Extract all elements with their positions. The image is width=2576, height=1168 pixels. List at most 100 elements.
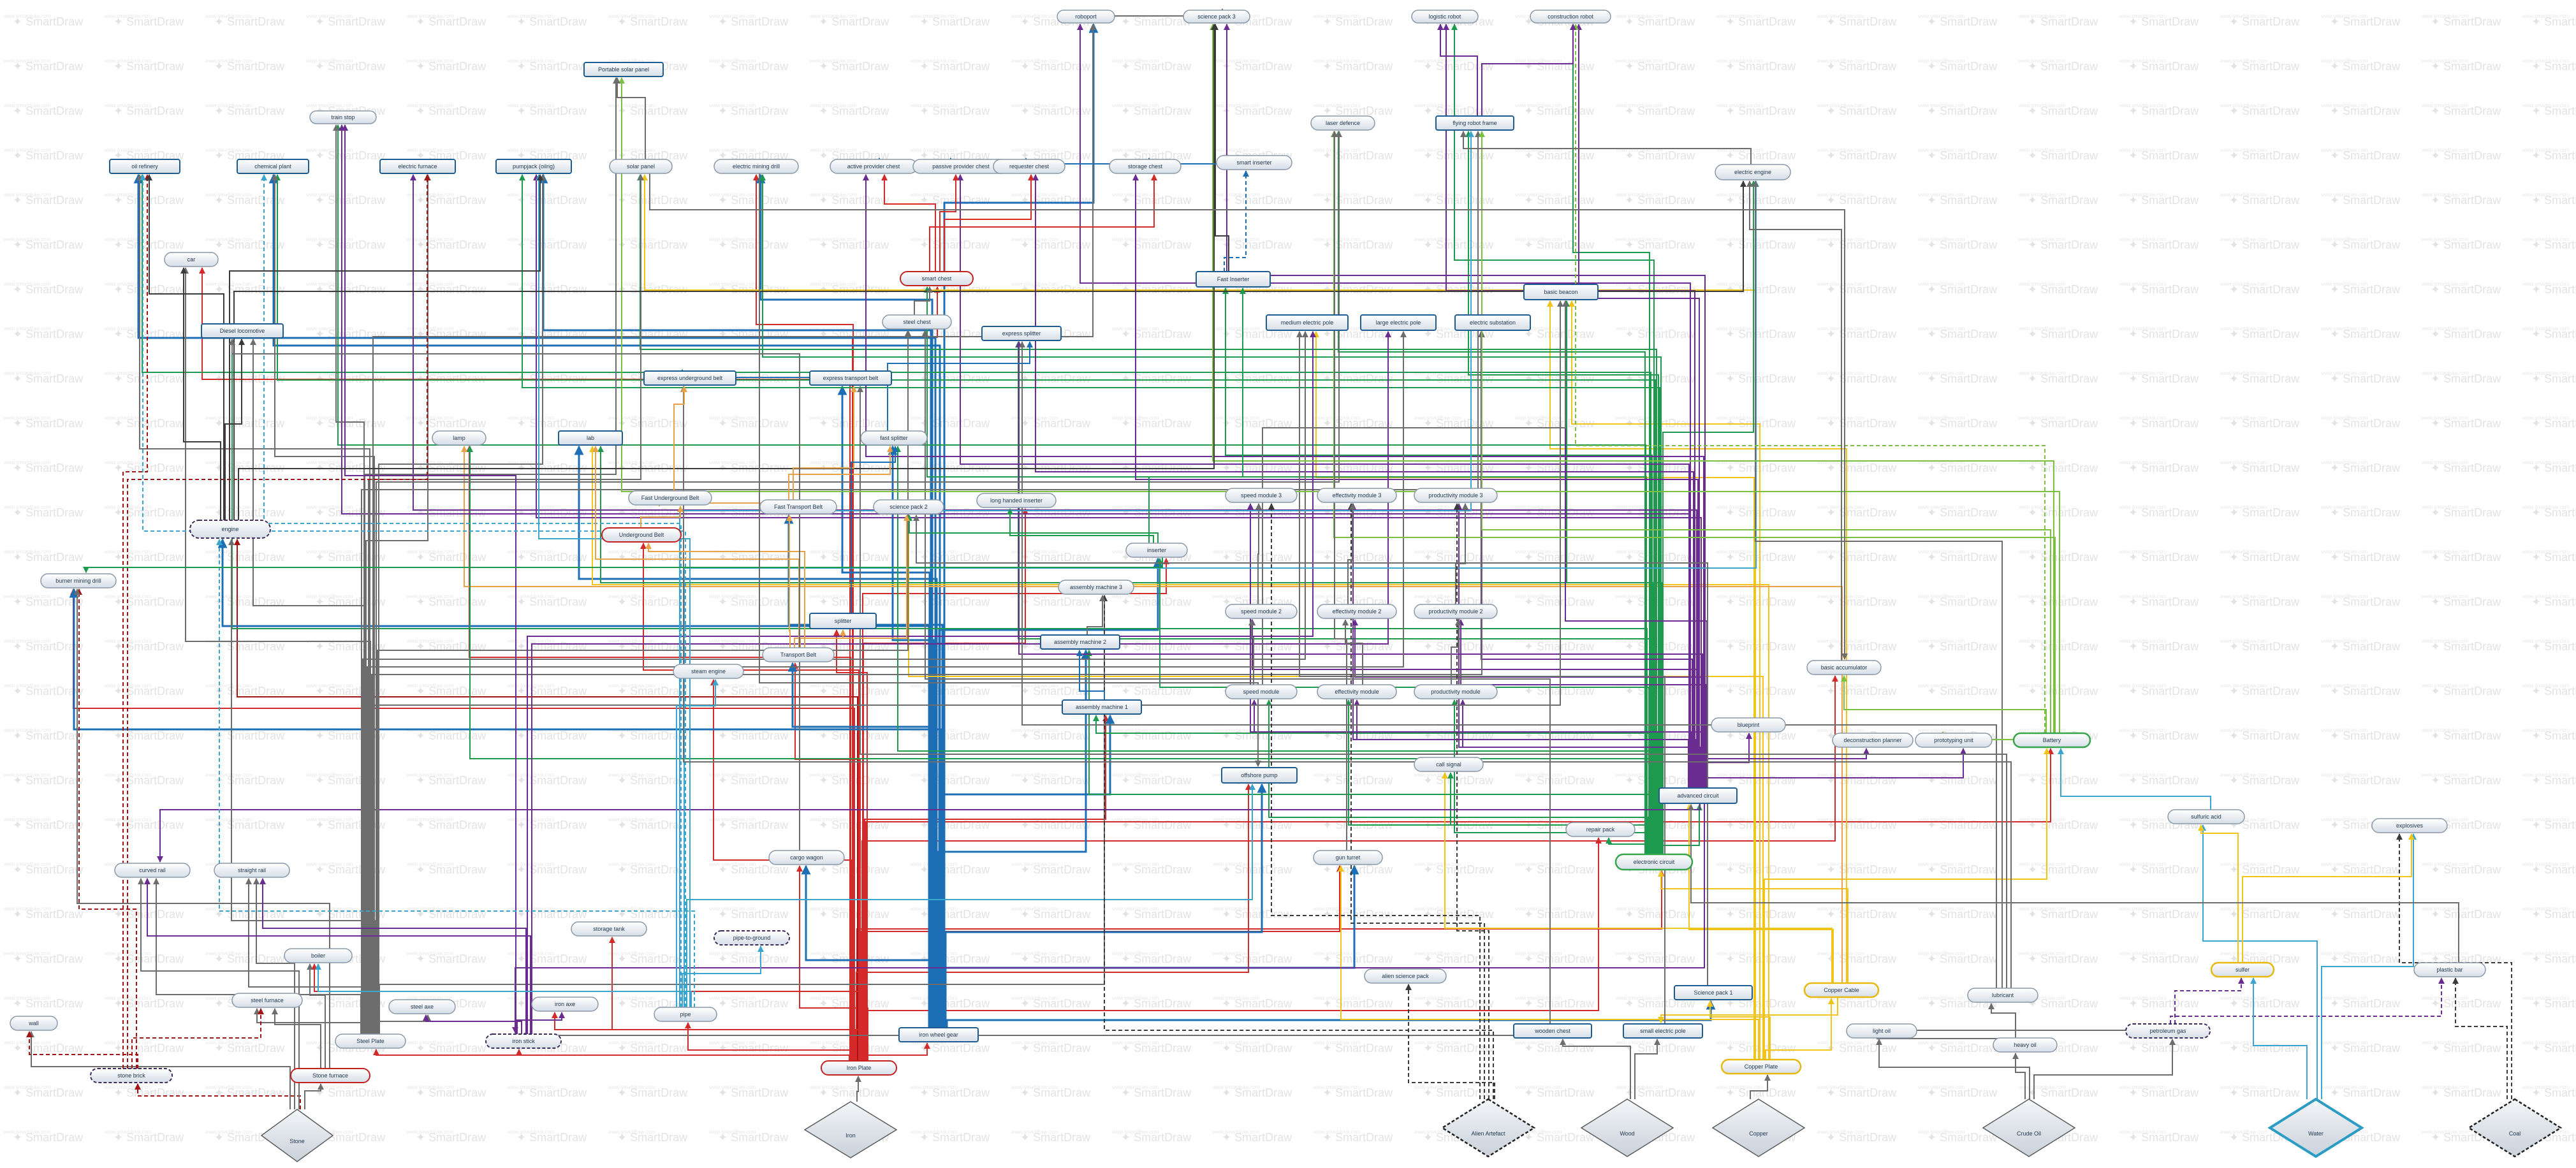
node-effectivity-module-3[interactable]: effectivity module 3 (1317, 488, 1397, 503)
node-gun-turret[interactable]: gun turret (1313, 850, 1383, 865)
node-burner-mining-drill[interactable]: burner mining drill (40, 573, 117, 588)
node-oil-refinery[interactable]: oil refinery (109, 159, 180, 174)
node-storage-chest[interactable]: storage chest (1109, 159, 1182, 174)
node-stone-furnace[interactable]: Stone furnace (290, 1068, 370, 1083)
node-large-electric-pole[interactable]: large electric pole (1360, 314, 1437, 331)
node-wall[interactable]: wall (10, 1016, 58, 1031)
node-splitter[interactable]: splitter (809, 613, 877, 629)
node-light-oil[interactable]: light oil (1846, 1023, 1917, 1039)
node-science-pack-3[interactable]: science pack 3 (1183, 10, 1250, 24)
node-steel-axe[interactable]: steel axe (388, 999, 456, 1014)
node-electric-substation[interactable]: electric substation (1454, 314, 1531, 331)
node-heavy-oil[interactable]: heavy oil (1993, 1037, 2058, 1053)
node-storage-tank[interactable]: storage tank (571, 921, 647, 937)
node-fast-inserter[interactable]: Fast Inserter (1196, 271, 1271, 288)
node-call-signal[interactable]: call signal (1414, 757, 1484, 772)
node-speed-module-3[interactable]: speed module 3 (1225, 488, 1298, 503)
node-iron-plate[interactable]: Iron Plate (821, 1060, 897, 1076)
node-express-splitter[interactable]: express splitter (981, 326, 1062, 341)
node-steel-furnace[interactable]: steel furnace (231, 993, 303, 1008)
node-construction-robot[interactable]: construction robot (1530, 10, 1611, 24)
node-transport-belt[interactable]: Transport Belt (762, 647, 835, 662)
node-fast-transport-belt[interactable]: Fast Transport Belt (759, 499, 837, 515)
node-small-electric-pole[interactable]: small electric pole (1623, 1023, 1703, 1039)
node-copper-cable[interactable]: Copper Cable (1803, 982, 1880, 998)
node-repair-pack[interactable]: repair pack (1565, 822, 1636, 837)
node-science-pack-1[interactable]: Science pack 1 (1674, 985, 1753, 1000)
node-boiler[interactable]: boiler (284, 948, 353, 963)
node-alien-artefact[interactable]: Alien Artefact (1440, 1098, 1536, 1158)
node-medium-electric-pole[interactable]: medium electric pole (1266, 314, 1349, 331)
node-iron-stick[interactable]: iron stick (485, 1033, 562, 1049)
node-sulfer[interactable]: sulfer (2210, 961, 2275, 978)
node-train-stop[interactable]: train stop (309, 110, 377, 124)
node-smart-inserter[interactable]: smart inserter (1216, 155, 1292, 170)
node-electric-mining-drill[interactable]: electric mining drill (714, 159, 799, 174)
node-assembly-machine-2[interactable]: assembly machine 2 (1040, 634, 1120, 650)
node-alien-science-pack[interactable]: alien science pack (1364, 968, 1447, 984)
node-copper[interactable]: Copper (1711, 1099, 1806, 1157)
node-requester-chest[interactable]: requester chest (993, 159, 1065, 174)
node-prototyping-unit[interactable]: prototyping unit (1915, 733, 1993, 748)
node-underground-belt[interactable]: Underground Belt (601, 527, 682, 543)
node-speed-module-2[interactable]: speed module 2 (1225, 604, 1298, 619)
node-crude-oil[interactable]: Crude Oil (1982, 1099, 2076, 1157)
node-iron-wheel-gear[interactable]: iron wheel gear (898, 1027, 979, 1042)
node-pipe-to-ground[interactable]: pipe-to-ground (714, 930, 790, 945)
node-electric-engine[interactable]: electric engine (1715, 164, 1791, 180)
node-deconstruction-planner[interactable]: deconstruction planner (1832, 733, 1914, 748)
node-pumpjack[interactable]: pumpjack (oilrig) (495, 159, 572, 174)
node-curved-rail[interactable]: curved rail (114, 863, 191, 878)
node-water[interactable]: Water (2267, 1097, 2364, 1158)
node-stone-brick[interactable]: stone brick (90, 1068, 173, 1083)
node-express-underground-belt[interactable]: express underground belt (643, 370, 736, 386)
node-lubricant[interactable]: lubricant (1967, 988, 2038, 1003)
node-assembly-machine-1[interactable]: assembly machine 1 (1062, 699, 1142, 715)
node-assembly-machine-3[interactable]: assembly machine 3 (1058, 580, 1134, 595)
node-steel-chest[interactable]: steel chest (882, 314, 952, 330)
node-lamp[interactable]: lamp (432, 430, 487, 446)
node-straight-rail[interactable]: straight rail (214, 863, 290, 878)
node-petroleum-gas[interactable]: petroleum gas (2125, 1023, 2211, 1039)
node-productivity-module[interactable]: productivity module (1414, 684, 1498, 699)
node-diesel-locomotive[interactable]: Diesel locomotive (201, 323, 284, 339)
node-inserter[interactable]: inserter (1125, 543, 1188, 558)
node-long-handed-inserter[interactable]: long handed inserter (976, 493, 1057, 508)
node-wood[interactable]: Wood (1580, 1099, 1674, 1157)
node-flying-robot-frame[interactable]: flying robot frame (1435, 115, 1514, 131)
node-logistic-robot[interactable]: logistic robot (1411, 10, 1479, 24)
node-coal[interactable]: Coal (2467, 1098, 2563, 1158)
node-laser-defence[interactable]: laser defence (1310, 115, 1375, 131)
node-sulfuric-acid[interactable]: sulfuric acid (2167, 809, 2245, 824)
node-science-pack-2[interactable]: science pack 2 (873, 499, 944, 515)
node-basic-accumulator[interactable]: basic accumulator (1806, 660, 1882, 675)
node-productivity-module-3[interactable]: productivity module 3 (1414, 488, 1498, 503)
node-effectivity-module[interactable]: effectivity module (1317, 684, 1397, 699)
node-steam-engine[interactable]: steam engine (673, 664, 744, 679)
node-steel-plate[interactable]: Steel Plate (335, 1033, 406, 1049)
node-electronic-circuit[interactable]: electronic circuit (1614, 853, 1694, 871)
node-smart-chest[interactable]: smart chest (900, 271, 974, 286)
node-productivity-module-2[interactable]: productivity module 2 (1414, 604, 1498, 619)
node-speed-module[interactable]: speed module (1225, 684, 1298, 699)
node-iron[interactable]: Iron (803, 1101, 898, 1158)
node-blueprint[interactable]: blueprint (1711, 717, 1786, 733)
node-fast-splitter[interactable]: fast splitter (860, 430, 928, 446)
node-express-transport-belt[interactable]: express transport belt (809, 370, 892, 386)
node-car[interactable]: car (164, 252, 219, 267)
node-electric-furnace[interactable]: electric furnace (379, 159, 456, 174)
node-plastic-bar[interactable]: plastic bar (2413, 962, 2486, 977)
node-effectivity-module-2[interactable]: effectivity module 2 (1317, 604, 1397, 619)
node-cargo-wagon[interactable]: cargo wagon (768, 850, 845, 865)
node-iron-axe[interactable]: iron axe (531, 996, 599, 1012)
node-wooden-chest[interactable]: wooden chest (1513, 1023, 1592, 1039)
node-roboport[interactable]: roboport (1057, 10, 1115, 24)
node-engine[interactable]: engine (189, 520, 271, 539)
node-lab[interactable]: lab (558, 430, 623, 446)
node-stone[interactable]: Stone (260, 1109, 334, 1162)
node-fast-underground-belt[interactable]: Fast Underground Belt (628, 490, 712, 506)
node-advanced-circuit[interactable]: advanced circuit (1658, 787, 1738, 804)
node-explosives[interactable]: explosives (2371, 818, 2448, 833)
node-copper-plate[interactable]: Copper Plate (1720, 1058, 1802, 1075)
node-chemical-plant[interactable]: chemical plant (237, 159, 309, 174)
